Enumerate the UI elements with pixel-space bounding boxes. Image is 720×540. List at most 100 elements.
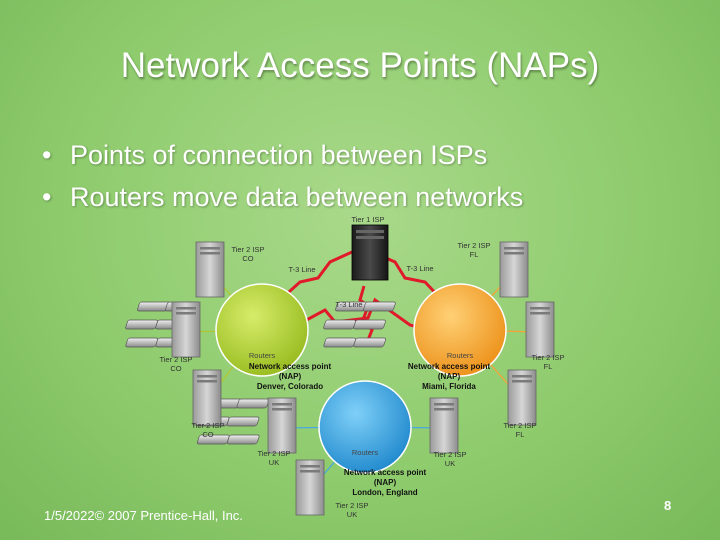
bolt-center <box>287 297 431 332</box>
tier2-region-label: CO <box>242 254 253 263</box>
slide-title: Network Access Points (NAPs) <box>120 46 600 85</box>
tier2-server-bay <box>434 408 454 411</box>
tier2-region-label: FL <box>470 250 479 259</box>
nap-3: Routers <box>196 380 412 474</box>
bolt-down <box>358 285 374 346</box>
tier1-server-icon <box>351 224 389 281</box>
tier2-server-icon <box>295 459 325 516</box>
page-number: 8 <box>664 498 672 513</box>
nap-circle <box>215 283 309 377</box>
tier2-region-label: UK <box>347 510 357 519</box>
tier2-server-bay <box>434 403 454 406</box>
router-body <box>363 301 396 312</box>
tier2-region-label: CO <box>202 430 213 439</box>
bullet-dot: • <box>42 140 52 170</box>
router-icon <box>226 434 260 445</box>
t3-line-label: T-3 Line <box>288 265 315 274</box>
tier2-isp-label: Tier 2 ISP <box>159 355 192 364</box>
router-icon <box>323 319 356 330</box>
router-icon <box>125 337 158 348</box>
tier2-server-bay <box>504 247 524 250</box>
router-body <box>125 319 158 330</box>
nap-2: Routers <box>323 283 507 377</box>
router-icon <box>226 416 260 427</box>
tier2-server-bay <box>512 380 532 383</box>
isp-servers <box>171 224 555 516</box>
tier1-server-bay <box>356 236 384 239</box>
tier2-server-icon <box>195 241 225 298</box>
t3-line-label: T-3 Line <box>406 264 433 273</box>
tier2-server-bay <box>197 375 217 378</box>
tier2-server-icon <box>171 301 201 358</box>
routers-label: Routers <box>352 448 379 457</box>
tier2-isp-label: Tier 2 ISP <box>257 449 290 458</box>
tier2-server-bay <box>176 307 196 310</box>
router-body <box>226 416 260 427</box>
router-body <box>323 319 356 330</box>
tier2-server-body <box>499 241 529 298</box>
tier2-isp-label: Tier 2 ISP <box>191 421 224 430</box>
tier2-region-label: FL <box>516 430 525 439</box>
tier1-server-body <box>351 224 389 281</box>
tier2-server-bay <box>300 465 320 468</box>
tier2-server-bay <box>197 380 217 383</box>
slide-footer: 1/5/2022© 2007 Prentice-Hall, Inc. <box>44 508 243 523</box>
tier2-server-bay <box>504 252 524 255</box>
tier2-server-icon <box>507 369 537 426</box>
nap-location-label: Denver, Colorado <box>257 382 323 391</box>
tier2-isp-label: Tier 2 ISP <box>433 450 466 459</box>
tier2-server-bay <box>530 307 550 310</box>
router-icon <box>125 319 158 330</box>
bullet-list: • Points of connection between ISPs • Rout… <box>42 134 523 218</box>
bullet-text: Points of connection between ISPs <box>70 140 488 170</box>
nap-location-label: London, England <box>352 488 417 497</box>
router-body <box>226 434 260 445</box>
tier1-label: Tier 1 ISP <box>351 215 384 224</box>
tier2-isp-label: Tier 2 ISP <box>335 501 368 510</box>
router-icon <box>236 398 270 409</box>
bullet-item: • Points of connection between ISPs <box>42 134 523 176</box>
tier2-isp-label: Tier 2 ISP <box>457 241 490 250</box>
bullet-item: • Routers move data between networks <box>42 176 523 218</box>
tier2-server-bay <box>272 403 292 406</box>
tier2-server-icon <box>499 241 529 298</box>
tier2-server-body <box>267 397 297 454</box>
t3-line-label: T-3 Line <box>335 300 362 309</box>
tier2-region-label: UK <box>269 458 279 467</box>
tier2-server-bay <box>300 470 320 473</box>
bolt-left <box>278 250 353 302</box>
tier2-server-bay <box>176 312 196 315</box>
routers-label: Routers <box>249 351 276 360</box>
nap-circle <box>413 283 507 377</box>
nap-name-label: Network access point <box>408 362 491 371</box>
router-icon <box>137 301 170 312</box>
tier1-server-bay <box>356 230 384 233</box>
tier2-server-icon <box>525 301 555 358</box>
router-icon <box>353 319 386 330</box>
tier2-server-body <box>192 369 222 426</box>
router-icon <box>353 337 386 348</box>
nap-location-label: Miami, Florida <box>422 382 476 391</box>
tier2-server-body <box>507 369 537 426</box>
tier2-isp-label: Tier 2 ISP <box>503 421 536 430</box>
bullet-dot: • <box>42 182 52 212</box>
router-body <box>323 337 356 348</box>
tier2-server-body <box>525 301 555 358</box>
tier2-server-body <box>429 397 459 454</box>
routers-label: Routers <box>447 351 474 360</box>
router-icon <box>323 337 356 348</box>
bullet-text: Routers move data between networks <box>70 182 524 212</box>
router-body <box>353 337 386 348</box>
router-body <box>353 319 386 330</box>
nap-name-label: Network access point <box>344 468 427 477</box>
tier2-region-label: CO <box>170 364 181 373</box>
nap-circle <box>318 380 412 474</box>
tier2-isp-label: Tier 2 ISP <box>231 245 264 254</box>
tier2-server-bay <box>530 312 550 315</box>
nap-abbr-label: (NAP) <box>438 372 461 381</box>
tier2-server-body <box>295 459 325 516</box>
router-icon <box>363 301 396 312</box>
tier2-server-body <box>195 241 225 298</box>
router-body <box>137 301 170 312</box>
